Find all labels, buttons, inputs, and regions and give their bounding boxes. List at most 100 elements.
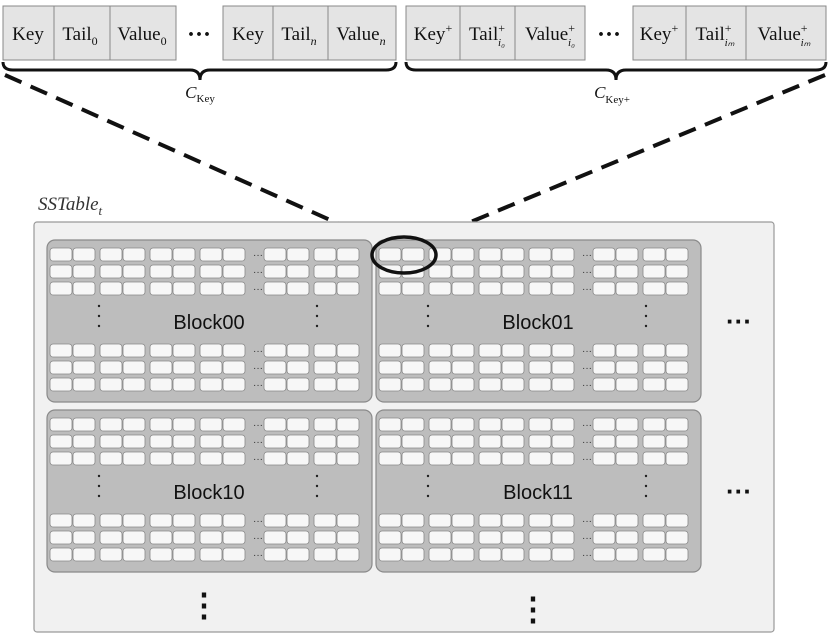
block-block00-cell	[149, 377, 173, 392]
block-block11-cell	[615, 547, 639, 562]
block-block11-vertical-dot	[644, 484, 648, 488]
block-block01-cell	[528, 377, 552, 392]
block-block01-cell	[428, 360, 452, 375]
block-block10-cell	[222, 451, 246, 466]
block-block10-vertical-dot	[97, 484, 101, 488]
brace-left-label: CKey	[185, 83, 215, 105]
block-block11-cell	[665, 451, 689, 466]
block-block10-cell	[263, 451, 287, 466]
block-block00-label: Block00	[173, 312, 244, 334]
block-block10-cell	[99, 451, 123, 466]
block-block10-cell	[149, 451, 173, 466]
block-block10-cell	[263, 513, 287, 528]
block-block11-row-ellipsis: ···	[582, 454, 592, 465]
block-block11-cell	[501, 434, 525, 449]
block-block11-row-ellipsis: ···	[582, 420, 592, 431]
block-block10-cell	[199, 530, 223, 545]
block-block01-cell	[451, 281, 475, 296]
block-block11-cell	[642, 434, 666, 449]
block-block00-cell	[149, 360, 173, 375]
block-block11-cell	[642, 417, 666, 432]
block-block10-vertical-dot	[315, 494, 319, 498]
block-block10-cell	[49, 451, 73, 466]
block-block01-cell	[451, 343, 475, 358]
block-block00-cell	[313, 281, 337, 296]
block-block11-cell	[501, 513, 525, 528]
block-block00-cell	[122, 377, 146, 392]
block-block00-vertical-dot	[97, 314, 101, 318]
block-block10-row-ellipsis: ···	[253, 420, 263, 431]
block-block00-cell	[149, 247, 173, 262]
block-block10-cell	[122, 513, 146, 528]
block-block10-cell	[49, 513, 73, 528]
block-block11-cell	[551, 417, 575, 432]
block-block01-cell	[615, 360, 639, 375]
block-block00-cell	[336, 360, 360, 375]
block-block01-cell	[642, 264, 666, 279]
block-block01-cell	[642, 281, 666, 296]
block-block10-cell	[199, 417, 223, 432]
block-block01-cell	[451, 264, 475, 279]
block-block00-cell	[72, 247, 96, 262]
block-block01-cell	[551, 281, 575, 296]
block-block01-cell	[501, 281, 525, 296]
block-block11-cell	[528, 451, 552, 466]
block-block11-cell	[401, 451, 425, 466]
block-block01-cell	[478, 377, 502, 392]
block-block00-cell	[72, 360, 96, 375]
block-block11-vertical-dot	[426, 474, 430, 478]
block-block11-cell	[642, 530, 666, 545]
block-block00-row-ellipsis: ···	[253, 363, 263, 374]
block-block00-cell	[172, 377, 196, 392]
block-block01-cell	[592, 377, 616, 392]
block-block00-cell	[336, 247, 360, 262]
block-block00-cell	[199, 377, 223, 392]
block-block11-row-ellipsis: ···	[582, 533, 592, 544]
block-block00-cell	[336, 343, 360, 358]
block-block01-cell	[478, 264, 502, 279]
block-block00-cell	[336, 281, 360, 296]
block-block01-row-ellipsis: ···	[582, 267, 592, 278]
block-block00-cell	[222, 281, 246, 296]
record-left-key-label: Key	[12, 24, 44, 45]
block-block11-cell	[501, 417, 525, 432]
block-block01-cell	[665, 360, 689, 375]
record-left-value0-label: Value0	[117, 24, 166, 48]
block-block00-cell	[313, 360, 337, 375]
block-block10-cell	[72, 434, 96, 449]
block-block10-cell	[222, 434, 246, 449]
block-block10-cell	[286, 434, 310, 449]
block-block00-cell	[172, 281, 196, 296]
block-block01-cell	[451, 247, 475, 262]
block-block00-cell	[99, 281, 123, 296]
block-block10-row-ellipsis: ···	[253, 550, 263, 561]
block-block10-cell	[286, 417, 310, 432]
block-block11-cell	[478, 513, 502, 528]
block-block11-cell	[665, 434, 689, 449]
block-block10-cell	[286, 547, 310, 562]
block-block11-cell	[401, 417, 425, 432]
block-block11-cell	[592, 513, 616, 528]
block-block10-cell	[122, 451, 146, 466]
block-block00-cell	[122, 264, 146, 279]
record-right-value-label: Value+i₀	[525, 21, 575, 49]
block-block11-vertical-dot	[644, 494, 648, 498]
record-right-cells	[405, 5, 827, 61]
block-block00-row-ellipsis: ···	[253, 284, 263, 295]
block-block01-row-ellipsis: ···	[582, 346, 592, 357]
block-block11-cell	[665, 547, 689, 562]
block-block10-cell	[99, 417, 123, 432]
block-block00-cell	[286, 377, 310, 392]
block-block01-cell	[615, 247, 639, 262]
block-block00-cell	[49, 360, 73, 375]
block-block10-cell	[122, 530, 146, 545]
block-block00-cell	[149, 264, 173, 279]
block-block11-cell	[451, 513, 475, 528]
block-block00-cell	[72, 281, 96, 296]
block-block01-cell	[642, 343, 666, 358]
block-block11-cell	[401, 530, 425, 545]
block-block00-vertical-dot	[315, 314, 319, 318]
block-block11-row-ellipsis: ···	[582, 516, 592, 527]
block-block10-cell	[149, 417, 173, 432]
block-block01-label: Block01	[502, 312, 573, 334]
